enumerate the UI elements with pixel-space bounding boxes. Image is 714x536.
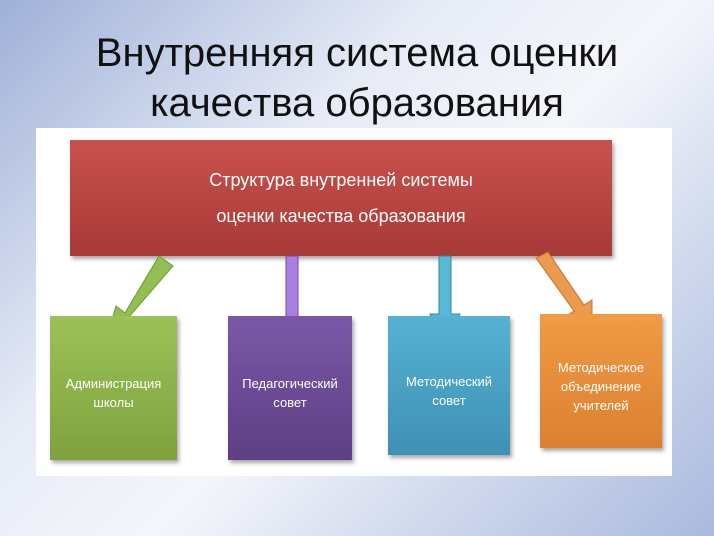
child-label: объединение bbox=[560, 378, 642, 394]
child-label: совет bbox=[273, 395, 307, 410]
diagram-panel: Структура внутренней системы оценки каче… bbox=[36, 128, 672, 476]
title-line-2: качества образования bbox=[150, 81, 564, 125]
root-box: Структура внутренней системы оценки каче… bbox=[70, 140, 612, 256]
child-label: Методический bbox=[405, 373, 493, 389]
child-box-methodical: Методический совет bbox=[388, 316, 510, 455]
child-label: Методическое bbox=[557, 359, 645, 375]
child-label: школы bbox=[93, 395, 134, 410]
child-box-pedagogical: Педагогический совет bbox=[228, 316, 352, 460]
slide-title: Внутренняя система оценки качества образ… bbox=[0, 28, 714, 128]
child-box-teachers-union: Методическое объединение учителей bbox=[540, 314, 662, 448]
child-label: Администрация bbox=[65, 376, 162, 391]
title-line-1: Внутренняя система оценки bbox=[95, 31, 619, 75]
child-box-administration: Администрация школы bbox=[50, 316, 177, 460]
root-line-2: оценки качества образования bbox=[216, 206, 466, 226]
child-label: учителей bbox=[573, 397, 629, 413]
root-line-1: Структура внутренней системы bbox=[209, 170, 473, 190]
child-label: совет bbox=[432, 392, 466, 408]
child-label: Педагогический bbox=[242, 376, 338, 391]
